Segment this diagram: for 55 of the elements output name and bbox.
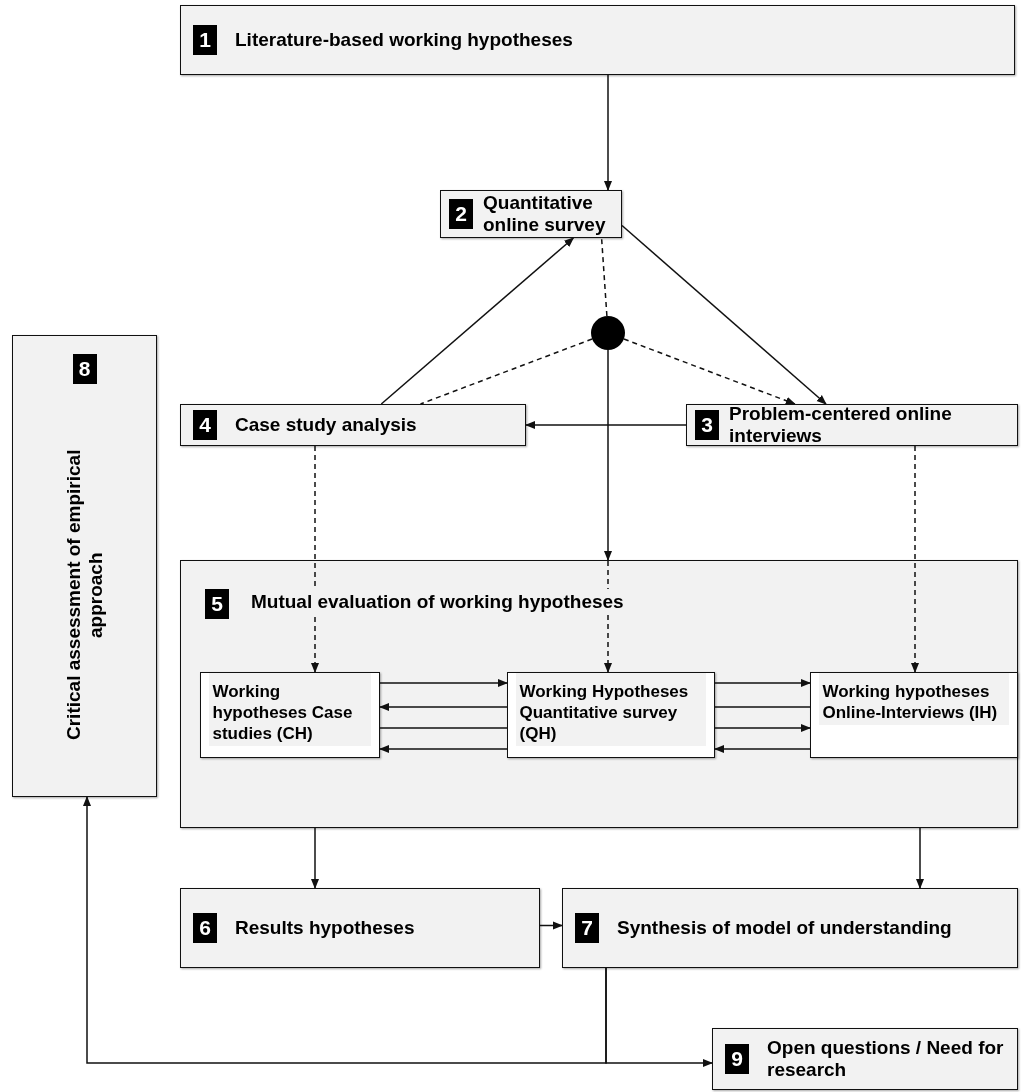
step-number: 8 xyxy=(72,354,97,384)
node-label: Open questions / Need for research xyxy=(767,1037,1005,1081)
arrow xyxy=(311,827,319,889)
node-label: Problem-centered online interviews xyxy=(729,403,953,447)
node-label: Working Hypotheses Quantitative survey (QH) xyxy=(515,672,706,747)
arrow xyxy=(379,703,508,711)
connector-line xyxy=(379,727,508,729)
group-box xyxy=(180,560,1018,828)
step-number: 9 xyxy=(725,1044,749,1074)
node-label: Critical assessment of empirical approach xyxy=(62,448,107,743)
process-box xyxy=(180,404,526,446)
process-box xyxy=(12,335,157,797)
junction-dot xyxy=(591,316,625,350)
arrow xyxy=(621,224,827,405)
step-number: 3 xyxy=(695,410,719,440)
node-label: Quantitative online survey xyxy=(483,192,607,236)
process-box xyxy=(562,888,1018,968)
arrow xyxy=(916,827,924,889)
arrow xyxy=(379,679,508,687)
step-number: 4 xyxy=(193,410,217,440)
process-box xyxy=(180,888,540,968)
arrow xyxy=(623,338,796,405)
step-number: 6 xyxy=(193,913,217,943)
node-label: Working hypotheses Online-Interviews (IH) xyxy=(818,672,1009,725)
node-label: Synthesis of model of understanding xyxy=(617,917,952,939)
step-number: 7 xyxy=(575,913,599,943)
process-box xyxy=(180,5,1015,75)
process-box xyxy=(809,671,1018,758)
arrow xyxy=(380,237,575,405)
arrow xyxy=(379,745,508,753)
node-label: Working hypotheses Case studies (CH) xyxy=(208,672,371,747)
process-box xyxy=(440,190,622,238)
arrow xyxy=(604,349,612,561)
process-box xyxy=(686,404,1018,446)
process-box xyxy=(199,671,380,758)
node-label: Results hypotheses xyxy=(235,917,415,939)
arrow xyxy=(525,421,687,429)
arrow xyxy=(83,796,607,1064)
arrow xyxy=(604,74,612,191)
arrow xyxy=(911,445,919,673)
step-number: 2 xyxy=(449,199,473,229)
arrow xyxy=(714,724,811,732)
connector-line xyxy=(600,237,608,317)
connector-line xyxy=(714,706,811,708)
arrow xyxy=(539,921,563,930)
process-box xyxy=(712,1028,1018,1090)
process-box xyxy=(506,671,715,758)
arrow xyxy=(311,445,319,673)
node-label: Case study analysis xyxy=(235,414,417,436)
arrow xyxy=(714,745,811,753)
step-number: 5 xyxy=(205,589,229,619)
step-number: 1 xyxy=(193,25,217,55)
connector-line xyxy=(419,338,593,405)
arrow xyxy=(714,679,811,687)
node-label: Literature-based working hypotheses xyxy=(235,29,573,51)
